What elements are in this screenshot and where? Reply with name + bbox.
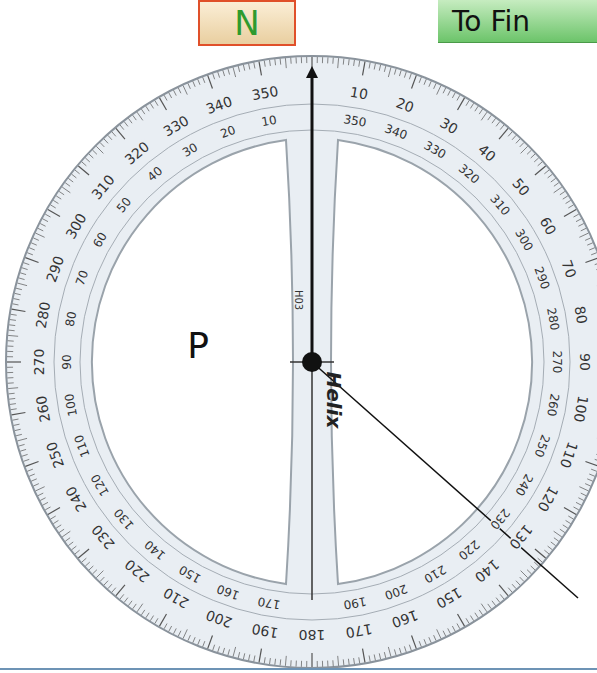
cutout (92, 140, 293, 584)
inner-scale-number: 190 (341, 595, 368, 611)
inner-scale-number: 100 (63, 391, 79, 418)
outer-scale-number: 260 (34, 394, 53, 425)
outer-scale-number: 290 (44, 253, 67, 285)
inner-scale-number: 70 (73, 268, 90, 288)
point-label: P (186, 328, 210, 364)
inner-scale-number: 300 (513, 226, 536, 254)
inner-scale-number: 230 (487, 506, 512, 533)
inner-scale-number: 240 (513, 471, 536, 499)
outer-scale-number: 340 (203, 94, 235, 117)
model-code: H03 (293, 289, 303, 311)
bearing-line (312, 362, 578, 598)
inner-scale-number: 330 (421, 138, 449, 161)
cutout (331, 140, 532, 584)
outer-scale-number: 10 (348, 85, 370, 102)
outer-scale-number: 330 (160, 112, 192, 138)
inner-scale-number: 320 (456, 162, 483, 187)
outer-scale-number: 230 (88, 522, 117, 553)
outer-scale-number: 140 (472, 557, 503, 586)
inner-scale-number: 110 (72, 432, 92, 460)
inner-scale-number: 10 (260, 113, 279, 128)
inner-scale-number: 290 (532, 264, 552, 292)
outer-scale-number: 270 (32, 348, 46, 377)
brand-mark: Helix (324, 371, 344, 430)
outer-scale-number: 190 (249, 621, 280, 640)
inner-scale-number: 80 (63, 310, 78, 329)
outer-scale-number: 200 (203, 607, 235, 630)
inner-scale-number: 210 (421, 563, 449, 586)
outer-scale-number: 150 (433, 585, 465, 611)
outer-scale-number: 130 (507, 522, 536, 553)
node-label: N (234, 3, 259, 43)
outer-scale-number: 310 (88, 171, 117, 202)
outer-scale-number: 350 (249, 84, 280, 103)
inner-scale-number: 250 (532, 432, 552, 460)
outer-scale-number: 280 (34, 299, 53, 330)
outer-scale-number: 20 (394, 95, 417, 115)
title-banner: To Fin (438, 0, 597, 43)
inner-scale-number: 20 (218, 123, 238, 140)
outer-scale-number: 180 (298, 628, 327, 642)
inner-scale-number: 260 (545, 391, 561, 418)
inner-scale-number: 60 (90, 229, 109, 250)
north-box: N (198, 0, 296, 46)
inner-scale-number: 140 (141, 537, 168, 562)
inner-scale-number: 90 (61, 353, 73, 370)
inner-scale-number: 150 (176, 563, 204, 586)
crosshair (311, 362, 313, 600)
inner-scale-number: 200 (382, 582, 410, 602)
outer-scale-number: 120 (535, 483, 561, 515)
inner-scale-number: 50 (114, 194, 134, 215)
inner-scale-number: 270 (551, 350, 563, 375)
outer-scale-number: 40 (475, 141, 499, 164)
slide-rule (0, 668, 597, 670)
inner-scale-number: 130 (112, 506, 137, 533)
outer-scale-number: 80 (572, 304, 589, 326)
outer-scale-number: 50 (509, 174, 532, 198)
outer-scale-number: 320 (121, 138, 152, 167)
outer-scale-number: 160 (389, 607, 421, 630)
point-p (302, 352, 322, 372)
outer-scale-number: 210 (160, 585, 192, 611)
outer-scale-number: 240 (62, 483, 88, 515)
outer-scale-number: 250 (44, 439, 67, 471)
outer-scale-number: 300 (62, 210, 88, 242)
north-arrow (311, 72, 314, 362)
inner-scale-number: 350 (341, 113, 368, 129)
inner-scale-number: 340 (382, 122, 410, 142)
outer-scale-number: 110 (557, 439, 580, 471)
outer-scale-number: 220 (121, 557, 152, 586)
outer-scale-number: 60 (537, 213, 559, 237)
outer-scale-number: 30 (436, 115, 460, 137)
inner-scale-number: 30 (179, 140, 200, 159)
outer-scale-number: 70 (559, 257, 579, 280)
inner-scale-number: 280 (545, 306, 561, 333)
protractor-disc (6, 56, 597, 668)
degree-ticks (7, 57, 597, 667)
inner-scale-number: 310 (487, 191, 512, 218)
inner-scale-number: 120 (88, 471, 111, 499)
inner-scale-number: 160 (214, 582, 242, 602)
outer-scale-number: 90 (578, 352, 592, 372)
inner-scale-number: 40 (144, 164, 165, 184)
outer-scale-number: 100 (571, 394, 590, 425)
inner-scale-number: 220 (456, 537, 483, 562)
outer-scale-number: 170 (344, 621, 375, 640)
inner-scale-number: 170 (256, 595, 283, 611)
